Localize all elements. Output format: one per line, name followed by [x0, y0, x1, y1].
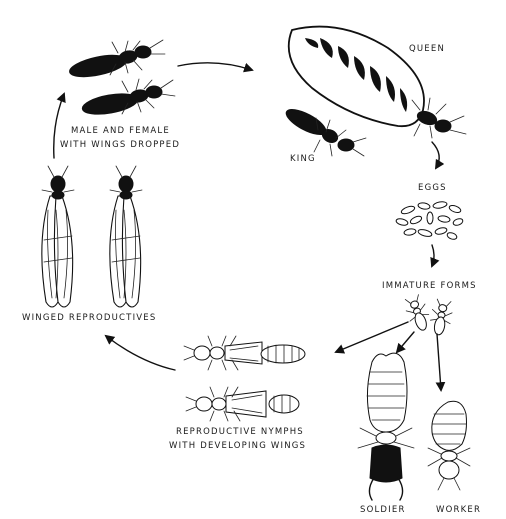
label-winged-reproductives: WINGED REPRODUCTIVES: [22, 313, 156, 323]
label-king: KING: [290, 154, 316, 164]
label-queen: QUEEN: [409, 44, 445, 54]
reproductive-nymph-upper-illustration: [184, 336, 305, 370]
arrow-immature-to-worker: [437, 334, 441, 390]
arrow-queen-to-eggs: [432, 142, 439, 168]
label-worker: WORKER: [436, 505, 481, 515]
label-reproductive-nymphs: REPRODUCTIVE NYMPHS: [176, 427, 304, 437]
winged-reproductive-right-illustration: [110, 166, 142, 307]
arrow-immature-to-soldier: [397, 332, 414, 352]
arrow-eggs-to-immature: [432, 245, 434, 266]
label-with-developing-wings: WITH DEVELOPING WINGS: [169, 441, 306, 451]
female-termite-illustration: [81, 79, 175, 118]
label-male-and-female: MALE AND FEMALE: [71, 126, 170, 136]
arrow-immature-to-nymphs: [336, 322, 408, 352]
eggs-illustration: [395, 201, 463, 241]
soldier-termite-illustration: [358, 353, 414, 500]
reproductive-nymph-lower-illustration: [186, 387, 299, 421]
arrow-to-queen: [178, 63, 252, 70]
arrow-nymphs-to-winged: [106, 336, 175, 370]
male-termite-illustration: [68, 40, 165, 81]
label-with-wings-dropped: WITH WINGS DROPPED: [60, 140, 180, 150]
label-immature-forms: IMMATURE FORMS: [382, 281, 477, 291]
winged-reproductive-left-illustration: [42, 166, 74, 307]
worker-termite-illustration: [428, 401, 470, 490]
label-soldier: SOLDIER: [360, 505, 406, 515]
label-eggs: EGGS: [418, 183, 447, 193]
immature-forms-illustration: [402, 294, 454, 337]
